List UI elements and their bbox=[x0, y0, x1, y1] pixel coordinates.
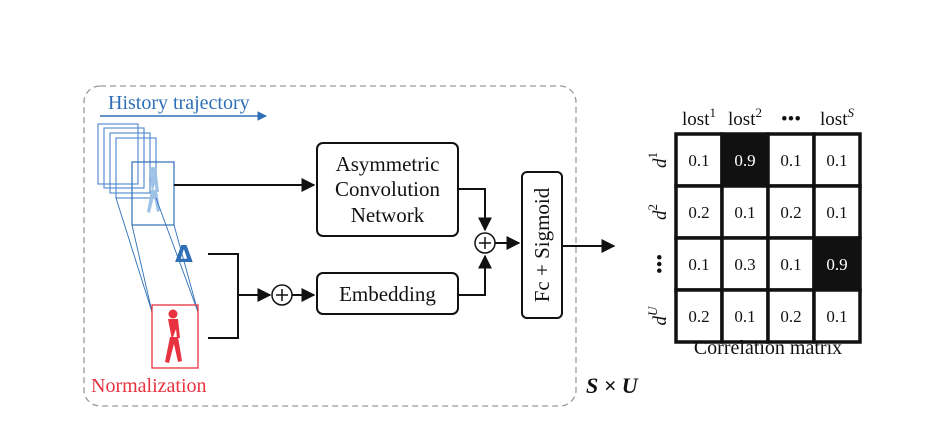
matrix-cell-value: 0.1 bbox=[826, 307, 847, 326]
embedding-block bbox=[316, 272, 459, 315]
add-operator-left bbox=[271, 284, 293, 306]
matrix-cell bbox=[812, 288, 862, 344]
acn-line-2: Convolution bbox=[335, 177, 441, 201]
embedding-to-plus-arrow bbox=[458, 254, 492, 296]
matrix-cell bbox=[766, 288, 816, 344]
matrix-cell-value: 0.1 bbox=[826, 203, 847, 222]
history-frames bbox=[97, 123, 175, 226]
matrix-cell-value: 0.2 bbox=[688, 203, 709, 222]
matrix-cell-value: 0.9 bbox=[826, 255, 847, 274]
matrix-cell-value: 0.1 bbox=[734, 203, 755, 222]
matrix-cell-value: 0.2 bbox=[780, 307, 801, 326]
history-trajectory-label: History trajectory bbox=[108, 92, 250, 114]
matrix-cell bbox=[674, 236, 724, 292]
matrix-row-header: ••• bbox=[650, 254, 671, 274]
delta-bracket bbox=[208, 253, 239, 339]
pedestrian-history-icon bbox=[147, 167, 160, 213]
matrix-cell bbox=[720, 236, 770, 292]
matrix-column-header: lost1 bbox=[682, 105, 716, 130]
matrix-cell-value: 0.1 bbox=[826, 151, 847, 170]
fc-sigmoid-block bbox=[521, 171, 563, 319]
matrix-cell bbox=[674, 288, 724, 344]
matrix-cell-value: 0.1 bbox=[688, 255, 709, 274]
matrix-cell bbox=[812, 132, 862, 188]
embedding-label: Embedding bbox=[339, 282, 436, 306]
matrix-cell-value: 0.3 bbox=[734, 255, 755, 274]
matrix-cell-value: 0.2 bbox=[780, 203, 801, 222]
normalization-label: Normalization bbox=[91, 375, 207, 397]
matrix-caption: Correlation matrix bbox=[694, 337, 842, 359]
matrix-cell-value: 0.1 bbox=[688, 151, 709, 170]
pedestrian-normalized-icon bbox=[165, 309, 182, 363]
matrix-cell-value: 0.1 bbox=[734, 307, 755, 326]
matrix-cell bbox=[720, 184, 770, 240]
delta-symbol: Δ bbox=[175, 242, 193, 268]
acn-line-1: Asymmetric bbox=[336, 152, 440, 176]
dims-label: S × U bbox=[586, 373, 639, 398]
matrix-row-header: d2 bbox=[645, 204, 671, 220]
projection-lines bbox=[115, 197, 199, 313]
correlation-matrix: 0.1 0.9 0.1 0.1 0.2 0.1 0.2 0.1 0.1 0.3 0.1 0.9 0.2 0… bbox=[645, 105, 862, 344]
add-operator-right bbox=[474, 232, 496, 254]
normalization-frame bbox=[151, 304, 199, 369]
matrix-cell bbox=[766, 184, 816, 240]
matrix-cell-value: 0.1 bbox=[780, 151, 801, 170]
acn-to-plus-arrow bbox=[458, 188, 492, 232]
matrix-column-header: lostS bbox=[820, 105, 854, 130]
matrix-cell-value: 0.1 bbox=[780, 255, 801, 274]
matrix-row-header: dU bbox=[645, 305, 671, 326]
matrix-cell-value: 0.9 bbox=[734, 151, 755, 170]
matrix-cell bbox=[720, 288, 770, 344]
fc-sigmoid-label: Fc + Sigmoid bbox=[530, 187, 554, 302]
matrix-column-header: ••• bbox=[781, 109, 801, 130]
matrix-cell bbox=[674, 184, 724, 240]
acn-line-3: Network bbox=[351, 203, 425, 227]
matrix-cell-value: 0.2 bbox=[688, 307, 709, 326]
matrix-cell bbox=[766, 132, 816, 188]
matrix-column-header: lost2 bbox=[728, 105, 762, 130]
dashed-panel bbox=[83, 85, 577, 407]
matrix-cell bbox=[766, 236, 816, 292]
matrix-row-header: d1 bbox=[645, 152, 671, 168]
